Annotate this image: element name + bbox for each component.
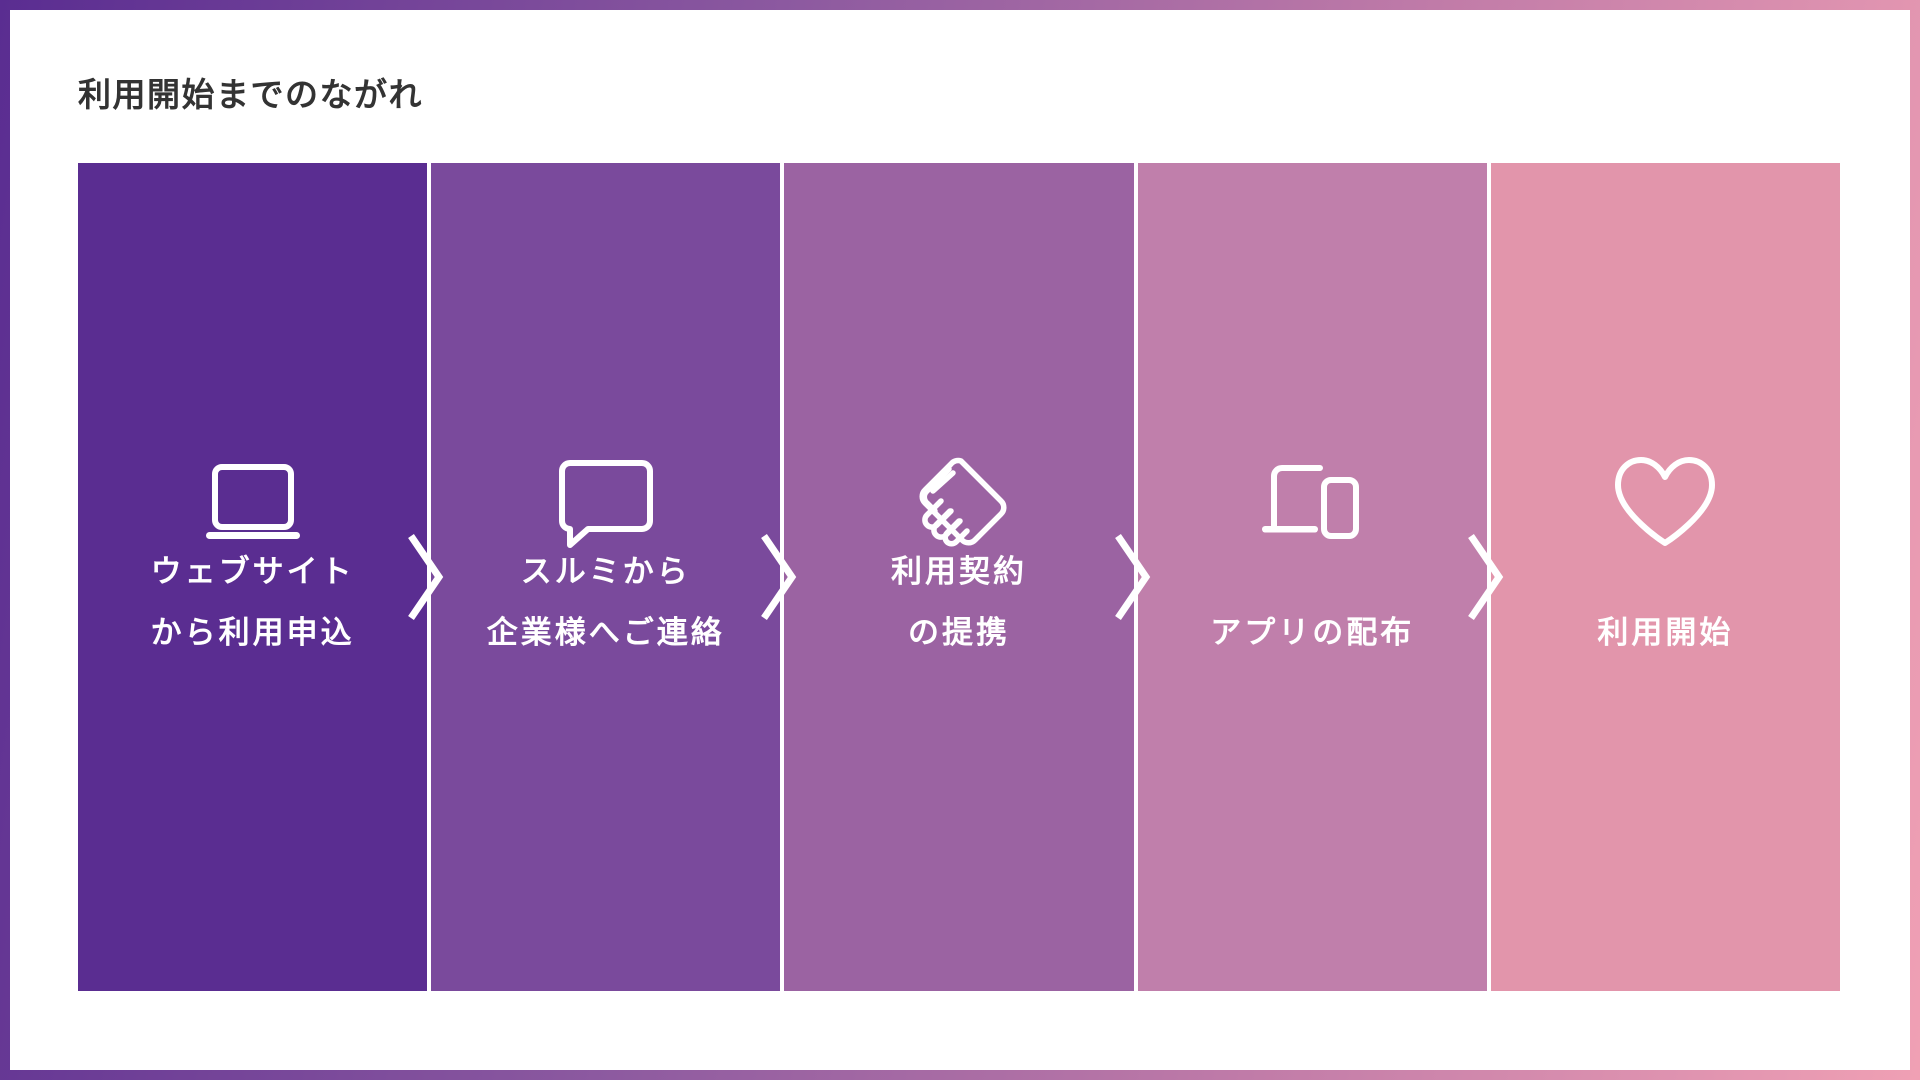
step-1-content: ウェブサイト から利用申込 bbox=[78, 163, 427, 991]
laptop-icon bbox=[193, 451, 313, 555]
step-4-content: アプリの配布 bbox=[1138, 163, 1487, 991]
process-flow-steps: ウェブサイト から利用申込 bbox=[78, 163, 1841, 991]
step-5[interactable]: 利用開始 bbox=[1490, 163, 1841, 991]
step-3-label-line-1: 利用契約 bbox=[891, 554, 1027, 590]
step-2-background bbox=[431, 163, 781, 991]
step-2[interactable]: スルミから 企業様へご連絡 bbox=[431, 163, 797, 991]
devices-icon bbox=[1252, 451, 1372, 555]
step-1-label-line-2: から利用申込 bbox=[150, 614, 355, 650]
step-4-label: アプリの配布 bbox=[1138, 603, 1487, 663]
step-1-label: ウェブサイト から利用申込 bbox=[78, 542, 427, 663]
heart-icon bbox=[1605, 451, 1725, 555]
step-2-content: スルミから 企業様へご連絡 bbox=[431, 163, 780, 991]
page-title: 利用開始までのながれ bbox=[78, 76, 423, 113]
step-3-content: 利用契約 の提携 bbox=[784, 163, 1133, 991]
step-1-label-line-1: ウェブサイト bbox=[150, 554, 355, 590]
step-3-label: 利用契約 の提携 bbox=[784, 542, 1133, 663]
step-1-background bbox=[78, 163, 428, 991]
step-5-label-line-1: 利用開始 bbox=[1597, 614, 1734, 650]
step-3[interactable]: 利用契約 の提携 bbox=[784, 163, 1150, 991]
step-2-label: スルミから 企業様へご連絡 bbox=[431, 542, 780, 663]
step-5-background bbox=[1490, 163, 1841, 991]
step-4[interactable]: アプリの配布 bbox=[1137, 163, 1504, 991]
step-1[interactable]: ウェブサイト から利用申込 bbox=[78, 163, 444, 991]
page-canvas: 利用開始までのながれ ウェブサイト から利用申込 bbox=[10, 10, 1910, 1070]
step-3-background bbox=[784, 163, 1134, 991]
step-3-label-line-2: の提携 bbox=[908, 614, 1010, 650]
step-5-content: 利用開始 bbox=[1491, 163, 1840, 991]
step-2-label-line-1: スルミから bbox=[520, 554, 691, 590]
step-2-label-line-2: 企業様へご連絡 bbox=[486, 614, 725, 650]
step-4-label-line-1: アプリの配布 bbox=[1210, 614, 1415, 650]
handshake-icon bbox=[899, 451, 1019, 555]
step-4-background bbox=[1137, 163, 1487, 991]
step-5-label: 利用開始 bbox=[1491, 603, 1840, 663]
speech-bubble-icon bbox=[546, 451, 666, 555]
